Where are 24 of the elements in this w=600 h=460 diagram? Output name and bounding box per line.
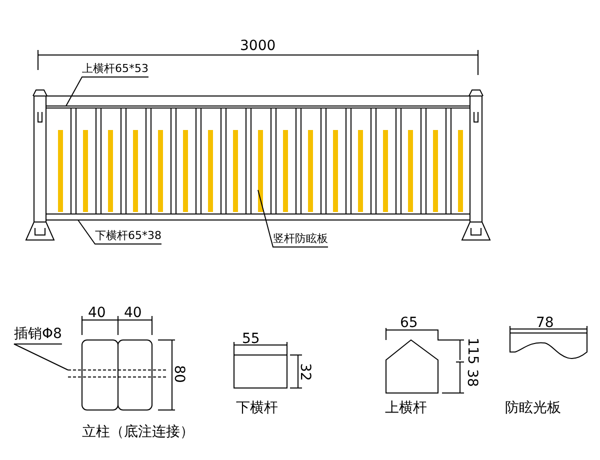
section-caption: 立柱（底注连接） [82, 424, 194, 440]
part-label: 竖杆防眩板 [273, 233, 328, 245]
section-caption: 上横杆 [385, 400, 427, 416]
dimension-value: 65 [400, 315, 418, 331]
dimension-value: 40 [124, 305, 142, 321]
dimension-value: 78 [536, 315, 554, 331]
dimension-value: 3000 [240, 38, 276, 54]
part-label: 插销Φ8 [14, 326, 62, 342]
leader-line [78, 220, 162, 244]
section-caption: 防眩光板 [505, 400, 561, 416]
pin-dashed-line [68, 370, 166, 378]
dimension-value: 55 [242, 331, 260, 347]
dimension-value: 80 [170, 365, 187, 383]
leader-line [66, 76, 149, 106]
part-label: 下横杆65*38 [95, 230, 162, 242]
part-label: 上横杆65*53 [82, 63, 148, 75]
dimension-value: 38 [464, 369, 480, 387]
anti-glare-strip [258, 130, 263, 212]
section-caption: 下横杆 [236, 400, 278, 416]
dimension-value: 32 [296, 363, 313, 381]
leader-line [258, 190, 328, 248]
dimension-value: 40 [88, 305, 106, 321]
leader-line [14, 344, 68, 370]
dimension-value: 115 [464, 338, 480, 364]
